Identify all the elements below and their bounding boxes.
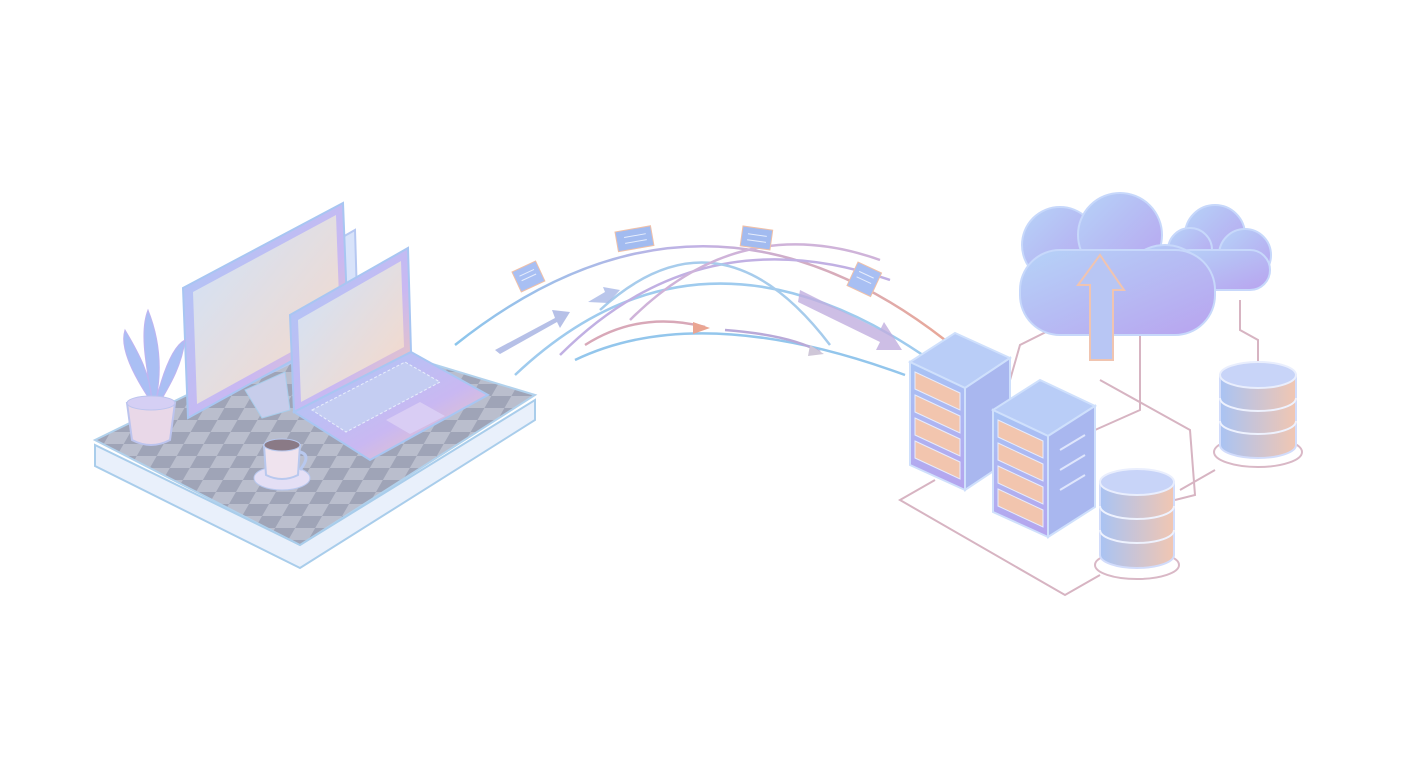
- database-bands: [1219, 397, 1297, 435]
- arrow-head-icon: [693, 322, 710, 334]
- database-body: [1219, 374, 1297, 459]
- desktop-monitor: [181, 201, 360, 420]
- arc-line: [599, 261, 831, 346]
- database-top: [1099, 468, 1175, 496]
- mug-coffee: [263, 438, 301, 452]
- arrow-head-icon: [808, 345, 824, 356]
- arc-line: [559, 258, 891, 356]
- database-top: [1219, 361, 1297, 389]
- cloud-icon-large: [1019, 192, 1216, 336]
- database-body: [1099, 481, 1175, 569]
- connection-line: [897, 479, 1101, 597]
- mug-handle: [298, 450, 308, 471]
- mug-body: [262, 444, 302, 480]
- flying-documents: [511, 225, 883, 298]
- laptop-screen: [298, 261, 404, 402]
- cloud-storage: [1019, 192, 1272, 361]
- arc-line: [629, 243, 881, 321]
- server-drive-bays: [914, 371, 961, 480]
- server-drive-bays: [997, 419, 1044, 528]
- coffee-mug: [253, 438, 311, 491]
- monitor-stand: [244, 371, 291, 419]
- arc-line: [574, 332, 906, 377]
- arrow-right-icon: [495, 310, 570, 354]
- server-vents: [1059, 434, 1086, 491]
- monitor-screen: [193, 215, 340, 404]
- arc-line: [454, 245, 946, 346]
- laptop: [288, 246, 491, 462]
- data-transfer-arcs: [454, 243, 946, 377]
- connection-line: [1179, 469, 1216, 491]
- server-side: [1047, 404, 1096, 539]
- laptop-keyboard: [311, 361, 442, 433]
- database-2: [1213, 361, 1303, 468]
- network-connections: [897, 299, 1259, 597]
- connection-line: [1239, 300, 1259, 365]
- potted-plant: [123, 308, 186, 446]
- server-rack-1: [907, 331, 1013, 492]
- document-icon: [511, 260, 546, 293]
- server-rack-2: [990, 378, 1098, 539]
- document-icon: [739, 225, 774, 251]
- arc-line: [584, 320, 706, 347]
- arrow-right-icon: [588, 287, 620, 303]
- upload-arrow-icon: [1076, 253, 1126, 361]
- arc-line: [724, 328, 821, 354]
- plant-pot-rim: [126, 395, 176, 411]
- database-bands: [1099, 505, 1175, 544]
- plant-pot: [125, 402, 177, 446]
- document-icon: [846, 261, 883, 298]
- plant-leaves: [123, 308, 186, 403]
- arc-line: [514, 282, 931, 376]
- connection-line: [1094, 330, 1141, 431]
- document-icon: [614, 225, 655, 253]
- laptop-trackpad: [386, 402, 445, 434]
- connection-line: [1099, 379, 1197, 501]
- flow-arrows: [495, 287, 902, 356]
- arrow-right-icon: [798, 290, 902, 350]
- database-1: [1094, 468, 1180, 580]
